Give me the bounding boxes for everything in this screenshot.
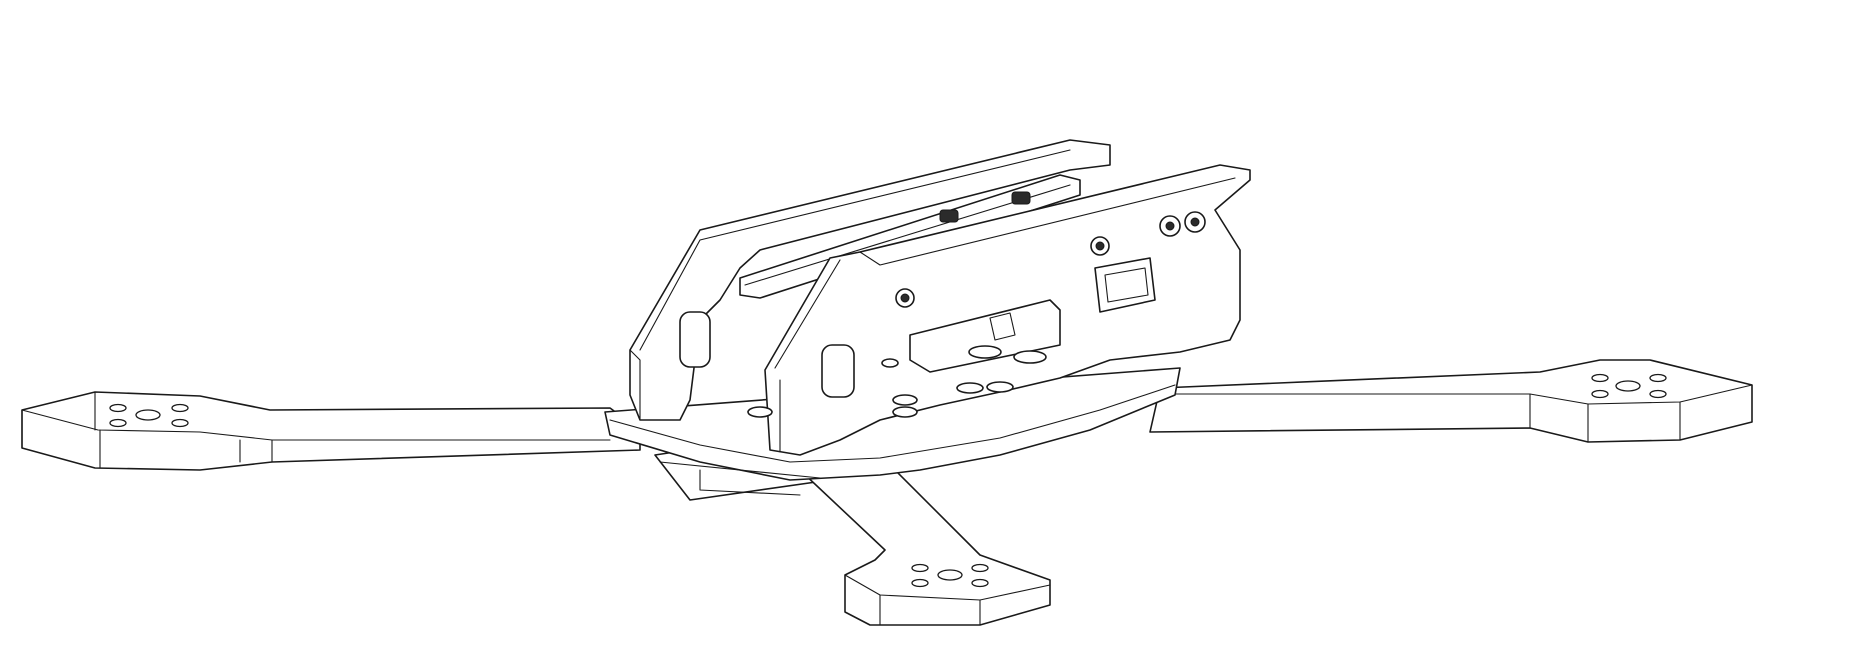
left-motor-holes bbox=[109, 403, 189, 428]
right-side-plate bbox=[764, 164, 1251, 456]
left-side-plate bbox=[629, 139, 1111, 421]
front-arm bbox=[799, 454, 1051, 626]
right-motor-holes bbox=[1591, 373, 1667, 399]
front-motor-holes bbox=[911, 563, 989, 588]
screws bbox=[895, 191, 1206, 308]
standoffs bbox=[747, 345, 1047, 418]
bottom-plate bbox=[604, 367, 1181, 496]
right-arm bbox=[1149, 359, 1753, 443]
left-arm bbox=[21, 391, 641, 471]
